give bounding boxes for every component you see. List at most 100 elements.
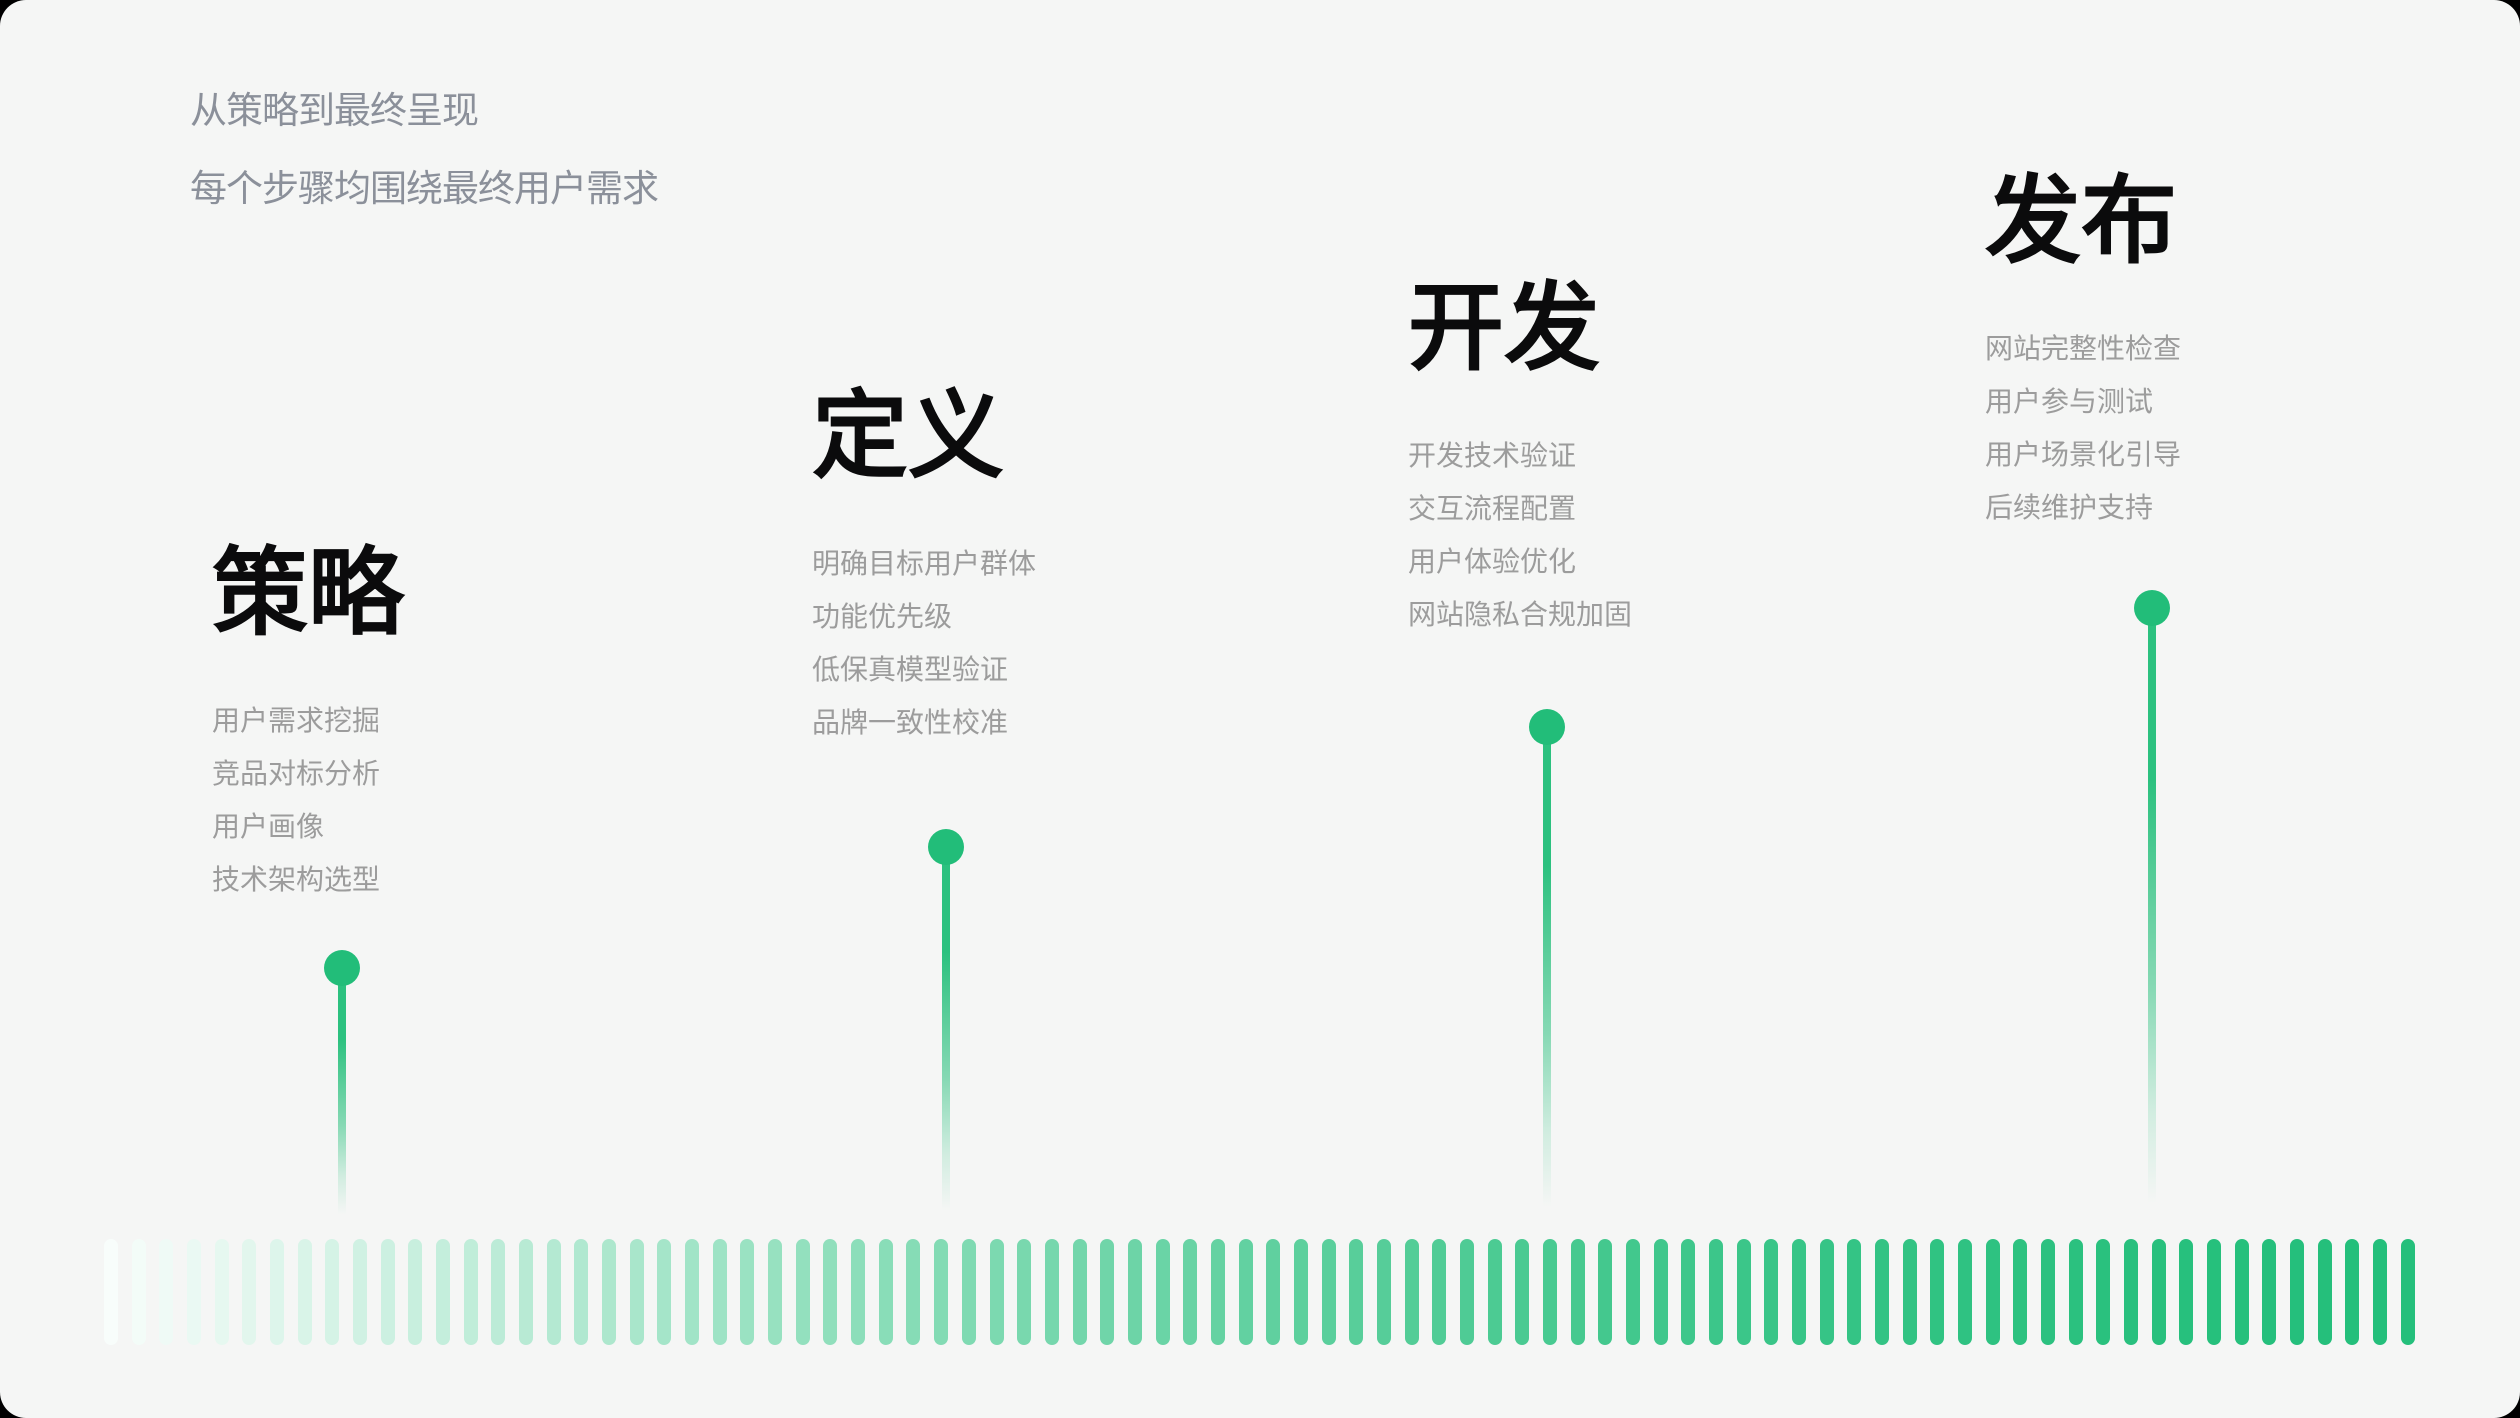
timeline-bar-segment	[1764, 1239, 1779, 1345]
stage-item: 后续维护支持	[1985, 492, 2154, 523]
stage-title: 发布	[1985, 168, 2177, 275]
timeline-bar-segment	[408, 1239, 423, 1345]
timeline-bar-segment	[906, 1239, 921, 1345]
timeline-bar-segment	[1653, 1239, 1668, 1345]
stage-item: 用户场景化引导	[1985, 439, 2182, 470]
timeline-bar-segment	[2345, 1239, 2360, 1345]
timeline-bar-segment	[1625, 1239, 1640, 1345]
timeline-bar-segment	[1266, 1239, 1281, 1345]
timeline-bar-segment	[2068, 1239, 2083, 1345]
timeline-bar-segment	[1515, 1239, 1530, 1345]
subtitle-line-1: 从策略到最终呈现	[190, 90, 479, 131]
timeline-bar-segment	[2234, 1239, 2249, 1345]
stage-item: 用户参与测试	[1985, 386, 2154, 417]
timeline-bar-segment	[353, 1239, 368, 1345]
stage-item: 明确目标用户群体	[812, 548, 1037, 579]
timeline-bar-segment	[961, 1239, 976, 1345]
timeline-bar-segment	[1432, 1239, 1447, 1345]
timeline-bar-segment	[851, 1239, 866, 1345]
timeline-bar-segment	[2096, 1239, 2111, 1345]
timeline-bar-segment	[436, 1239, 451, 1345]
timeline-bar-segment	[629, 1239, 644, 1345]
timeline-bar-segment	[1127, 1239, 1142, 1345]
timeline-bar-segment	[1736, 1239, 1751, 1345]
timeline-bar-segment	[712, 1239, 727, 1345]
timeline-bar-segment	[989, 1239, 1004, 1345]
timeline-bar-segment	[878, 1239, 893, 1345]
timeline-bar-segment	[491, 1239, 506, 1345]
stage-title: 定义	[812, 383, 1004, 490]
timeline-bar-segment	[1238, 1239, 1253, 1345]
stage-title: 策略	[212, 540, 404, 647]
stage-item: 用户体验优化	[1408, 546, 1577, 577]
timeline-bar-segment	[297, 1239, 312, 1345]
timeline-bar-segment	[131, 1239, 146, 1345]
timeline-bar-segment	[519, 1239, 534, 1345]
timeline-bar-segment	[2151, 1239, 2166, 1345]
timeline-bar-segment	[1791, 1239, 1806, 1345]
timeline-bar-segment	[1210, 1239, 1225, 1345]
stage-item-list: 开发技术验证交互流程配置用户体验优化网站隐私合规加固	[1408, 429, 1632, 641]
timeline-bar-segment	[2179, 1239, 2194, 1345]
timeline-bar-segment	[1183, 1239, 1198, 1345]
slide-subtitle: 从策略到最终呈现 每个步骤均围绕最终用户需求	[190, 72, 659, 228]
timeline-bar-segment	[546, 1239, 561, 1345]
stage-item: 功能优先级	[812, 601, 953, 632]
stage-item: 交互流程配置	[1408, 493, 1577, 524]
timeline-gradient-bar	[104, 1239, 2416, 1345]
timeline-bar-segment	[1708, 1239, 1723, 1345]
timeline-bar-segment	[740, 1239, 755, 1345]
timeline-bar-segment	[795, 1239, 810, 1345]
timeline-bar-segment	[1598, 1239, 1613, 1345]
timeline-bar-segment	[2317, 1239, 2332, 1345]
timeline-bar-segment	[934, 1239, 949, 1345]
timeline-bar-segment	[1404, 1239, 1419, 1345]
timeline-bar-segment	[2013, 1239, 2028, 1345]
stage-item: 网站隐私合规加固	[1408, 599, 1633, 630]
timeline-bar-segment	[1847, 1239, 1862, 1345]
timeline-bar-segment	[1819, 1239, 1834, 1345]
timeline-bar-segment	[1459, 1239, 1474, 1345]
timeline-bar-segment	[1100, 1239, 1115, 1345]
stage-item: 品牌一致性校准	[812, 707, 1009, 738]
timeline-bar-segment	[2041, 1239, 2056, 1345]
timeline-bar-segment	[1930, 1239, 1945, 1345]
timeline-bar-segment	[104, 1239, 118, 1345]
timeline-bar-segment	[768, 1239, 783, 1345]
stage-connector-line	[338, 968, 346, 1222]
stage-item-list: 用户需求挖掘竞品对标分析用户画像技术架构选型	[212, 694, 380, 906]
timeline-bar-segment	[1875, 1239, 1889, 1345]
timeline-bar-segment	[1072, 1239, 1087, 1345]
timeline-bar-segment	[187, 1239, 202, 1345]
stage-item-list: 网站完整性检查用户参与测试用户场景化引导后续维护支持	[1985, 322, 2181, 534]
stage-item: 低保真模型验证	[812, 654, 1009, 685]
timeline-bar-segment	[242, 1239, 257, 1345]
timeline-bar-segment	[1681, 1239, 1696, 1345]
stage-connector-line	[942, 847, 950, 1222]
timeline-bar-segment	[1155, 1239, 1170, 1345]
subtitle-line-2: 每个步骤均围绕最终用户需求	[190, 168, 659, 209]
timeline-bar-segment	[1985, 1239, 2000, 1345]
stage-dot	[1529, 709, 1565, 745]
timeline-bar-segment	[1349, 1239, 1364, 1345]
timeline-bar-segment	[1017, 1239, 1032, 1345]
timeline-bar-segment	[2207, 1239, 2222, 1345]
timeline-bar-segment	[2400, 1239, 2415, 1345]
timeline-bar-segment	[1958, 1239, 1973, 1345]
stage-dot	[2134, 590, 2170, 626]
stage-item: 用户画像	[212, 811, 325, 842]
timeline-bar-segment	[602, 1239, 617, 1345]
timeline-bar-segment	[1376, 1239, 1391, 1345]
timeline-bar-segment	[574, 1239, 589, 1345]
timeline-bar-segment	[1570, 1239, 1585, 1345]
stage-item-list: 明确目标用户群体功能优先级低保真模型验证品牌一致性校准	[812, 537, 1036, 749]
timeline-bar-segment	[1293, 1239, 1308, 1345]
stage-item: 用户需求挖掘	[212, 705, 381, 736]
timeline-bar-segment	[2290, 1239, 2305, 1345]
timeline-bar-segment	[325, 1239, 340, 1345]
timeline-bar-segment	[1902, 1239, 1917, 1345]
stage-dot	[928, 829, 964, 865]
timeline-bar-segment	[1044, 1239, 1059, 1345]
timeline-bar-segment	[463, 1239, 478, 1345]
